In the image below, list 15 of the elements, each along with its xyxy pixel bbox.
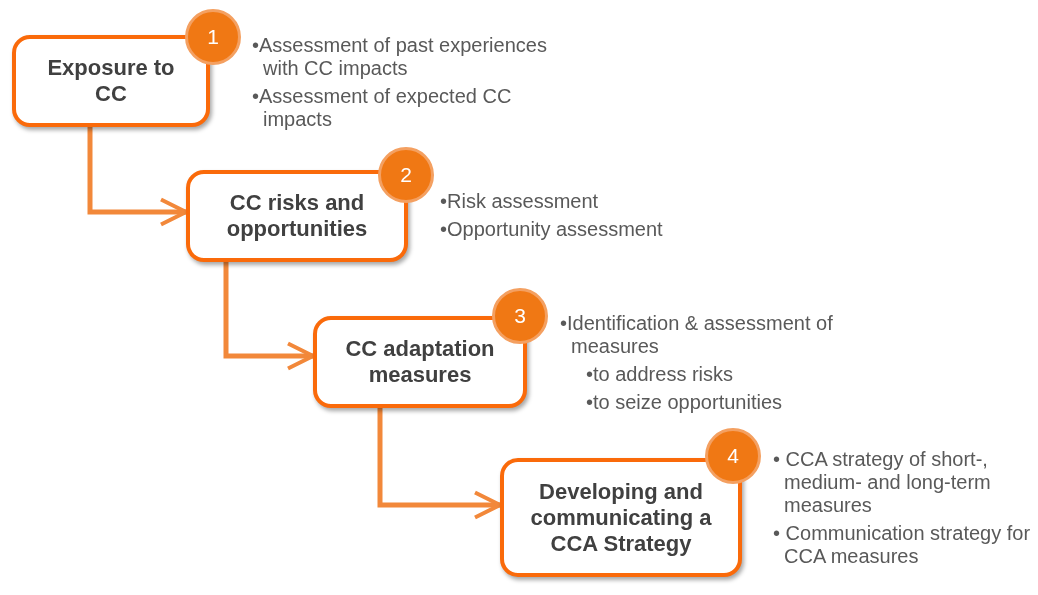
bullet-text: • Communication strategy for CCA measures [773, 522, 1032, 568]
bullet-text: •Risk assessment [440, 190, 600, 213]
bent-arrow [87, 127, 188, 227]
step-title: CC risks and opportunities [225, 190, 369, 242]
bullet-text: •to seize opportunities [586, 391, 783, 414]
bullet-text: •Identification & assessment of measures [560, 312, 834, 358]
bullet-text: • CCA strategy of short-, medium- and long-term measures [773, 448, 992, 517]
bent-arrow [377, 408, 502, 520]
bullet-text: •Assessment of past experiences with CC impacts [252, 34, 548, 80]
step-title: Exposure to CC [46, 55, 176, 107]
step-box [12, 35, 210, 127]
bullet-text: •Assessment of expected CC impacts [252, 85, 513, 131]
bullet-text: •to address risks [586, 363, 735, 386]
bullet-text: •Opportunity assessment [440, 218, 664, 241]
bent-arrow [223, 262, 315, 371]
